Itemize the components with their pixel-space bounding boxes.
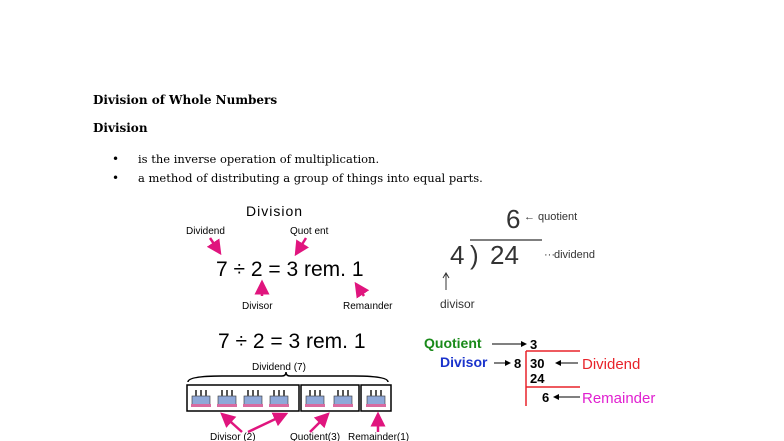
- birthday-cake-icon: [268, 389, 290, 408]
- divisor-label: Divisor: [242, 301, 273, 312]
- bracket-symbol: ): [470, 240, 479, 270]
- quotient-value: 3: [530, 337, 537, 352]
- birthday-cake-icon: [190, 389, 212, 408]
- group-box-1: [186, 384, 300, 412]
- dividend-label: Dividend: [186, 226, 225, 237]
- section-heading: Division: [93, 121, 148, 135]
- equation: 7 ÷ 2 = 3 rem. 1: [216, 258, 364, 281]
- quotient-label: Quot ent: [290, 226, 329, 237]
- dividend-digits: 24: [490, 240, 519, 270]
- dividend-label: Dividend: [582, 356, 640, 373]
- colored-long-division-figure: Quotient 3 Divisor 8 30 Dividend 24 6 Re…: [424, 335, 655, 407]
- remainder-box: [360, 384, 392, 412]
- quotient-label: Quotient: [424, 335, 482, 351]
- figure-title: Division: [246, 203, 303, 219]
- dividend-value: 30: [530, 356, 544, 371]
- birthday-cake-icon: [216, 389, 238, 408]
- quotient-arrow: [294, 237, 309, 257]
- remainder-label: Remainder: [582, 390, 655, 407]
- quotient-label: ← quotient: [524, 211, 577, 223]
- group-box-2: [300, 384, 360, 412]
- birthday-cake-icon: [304, 389, 326, 408]
- remainder-label: Remaınder: [343, 301, 393, 312]
- arrow-dots: ···: [544, 249, 555, 261]
- divisor-label: divisor: [440, 297, 475, 311]
- remainder-label: Remainder(1): [348, 432, 409, 441]
- list-item: is the inverse operation of multiplicati…: [112, 150, 483, 169]
- list-item: a method of distributing a group of thin…: [112, 169, 483, 188]
- dividend-arrow: [206, 237, 222, 256]
- birthday-cake-icon: [332, 389, 354, 408]
- dividend-label: Dividend (7): [252, 362, 306, 373]
- remainder-arrow: [354, 281, 370, 299]
- quotient-label: Quotient(3): [290, 432, 340, 441]
- product-value: 24: [530, 371, 545, 386]
- birthday-cake-icon: [242, 389, 264, 408]
- divisor-value: 8: [514, 356, 521, 371]
- quotient-digit: 6: [506, 204, 520, 234]
- long-division-figure: 6 ← quotient 4 ) 24 ··· dividend divisor: [440, 204, 595, 311]
- birthday-cake-icon: [365, 389, 387, 408]
- divisor-label: Divisor (2): [210, 432, 256, 441]
- dividend-label: dividend: [554, 249, 595, 261]
- equation: 7 ÷ 2 = 3 rem. 1: [218, 330, 366, 353]
- divisor-digit: 4: [450, 240, 464, 270]
- cake-distribution-figure: 7 ÷ 2 = 3 rem. 1 Dividend (7) Divisor (2…: [186, 330, 409, 441]
- dividend-brace: [187, 371, 389, 383]
- definition-list: is the inverse operation of multiplicati…: [112, 150, 483, 188]
- division-equation-figure: Division Dividend Quot ent 7 ÷ 2 = 3 rem…: [186, 203, 393, 312]
- page-title: Division of Whole Numbers: [93, 93, 278, 107]
- divisor-label: Divisor: [440, 354, 488, 370]
- remainder-value: 6: [542, 390, 549, 405]
